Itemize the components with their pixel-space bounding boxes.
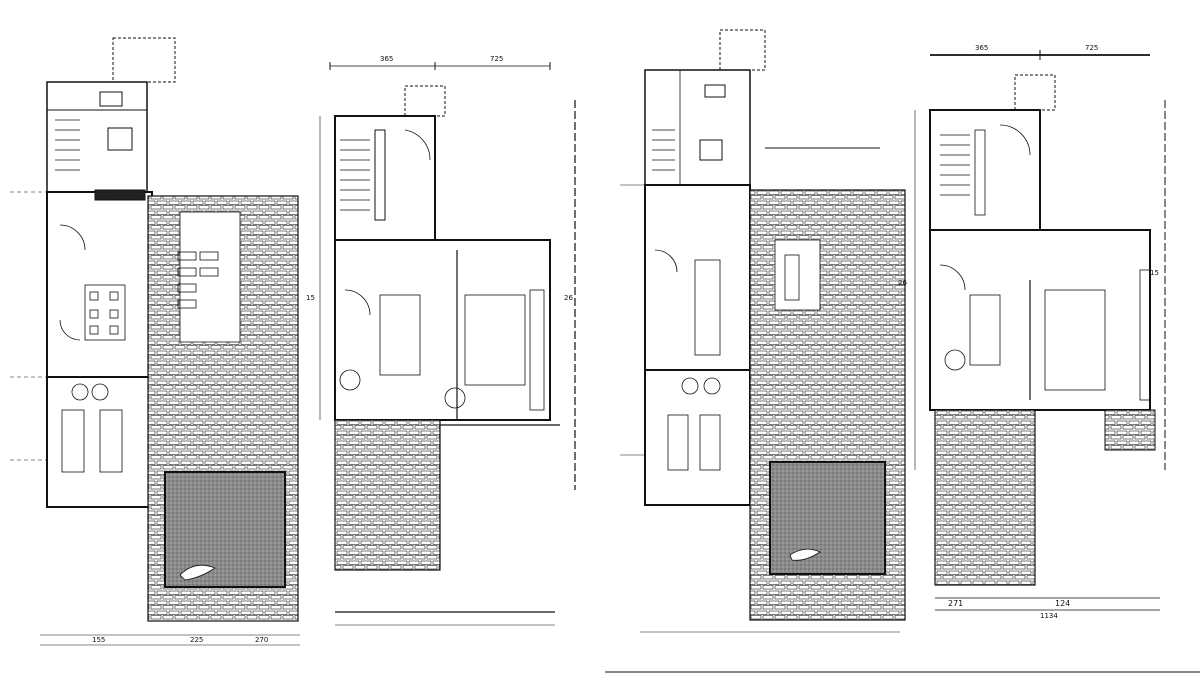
- plan-3-upper-block: [644, 69, 751, 186]
- dining-table-icon: [84, 284, 126, 341]
- pool: [164, 471, 286, 588]
- plan-2-brick-terrace: [334, 419, 441, 571]
- plan-1-living-room: [46, 191, 153, 378]
- plan-4-living-wing: [929, 229, 1151, 411]
- plan-1-dim-bottom-3: 270: [255, 636, 268, 644]
- plan-2-living-wing: [334, 239, 551, 421]
- bed-icon: [61, 383, 123, 473]
- plan-2-dim-top-2: 725: [490, 55, 503, 63]
- plan-4-dim-bottom-3: 1134: [1040, 612, 1058, 620]
- plan-1-dim-bottom-2: 225: [190, 636, 203, 644]
- plan-4-dim-side-2: 26: [898, 279, 907, 287]
- plan-4-dim-bottom-1: 271: [948, 599, 963, 608]
- plan-2: [319, 62, 576, 626]
- plan-3-lower-block: [644, 369, 751, 506]
- plan-3: [620, 29, 906, 633]
- plan-2-dim-top-1: 365: [380, 55, 393, 63]
- plan-4-dim-top-1: 365: [975, 44, 988, 52]
- plan-4-brick-terrace-2: [1104, 409, 1156, 451]
- plan-4-dim-bottom-2: 124: [1055, 599, 1070, 608]
- plan-4-dim-top-2: 725: [1085, 44, 1098, 52]
- plan-3-living-room: [644, 184, 751, 371]
- plan-2-dim-side-1: 15: [306, 294, 315, 302]
- plan-3-pool: [769, 461, 886, 575]
- plan-1: [10, 37, 300, 646]
- plan-4: [605, 50, 1200, 673]
- plan-4-brick-terrace-1: [934, 409, 1036, 586]
- plan-2-dim-side-2: 26: [564, 294, 573, 302]
- plan-1-lower-block: [46, 376, 153, 508]
- plan-1-dim-bottom-1: 155: [92, 636, 105, 644]
- plan-4-dim-side-1: 15: [1150, 269, 1159, 277]
